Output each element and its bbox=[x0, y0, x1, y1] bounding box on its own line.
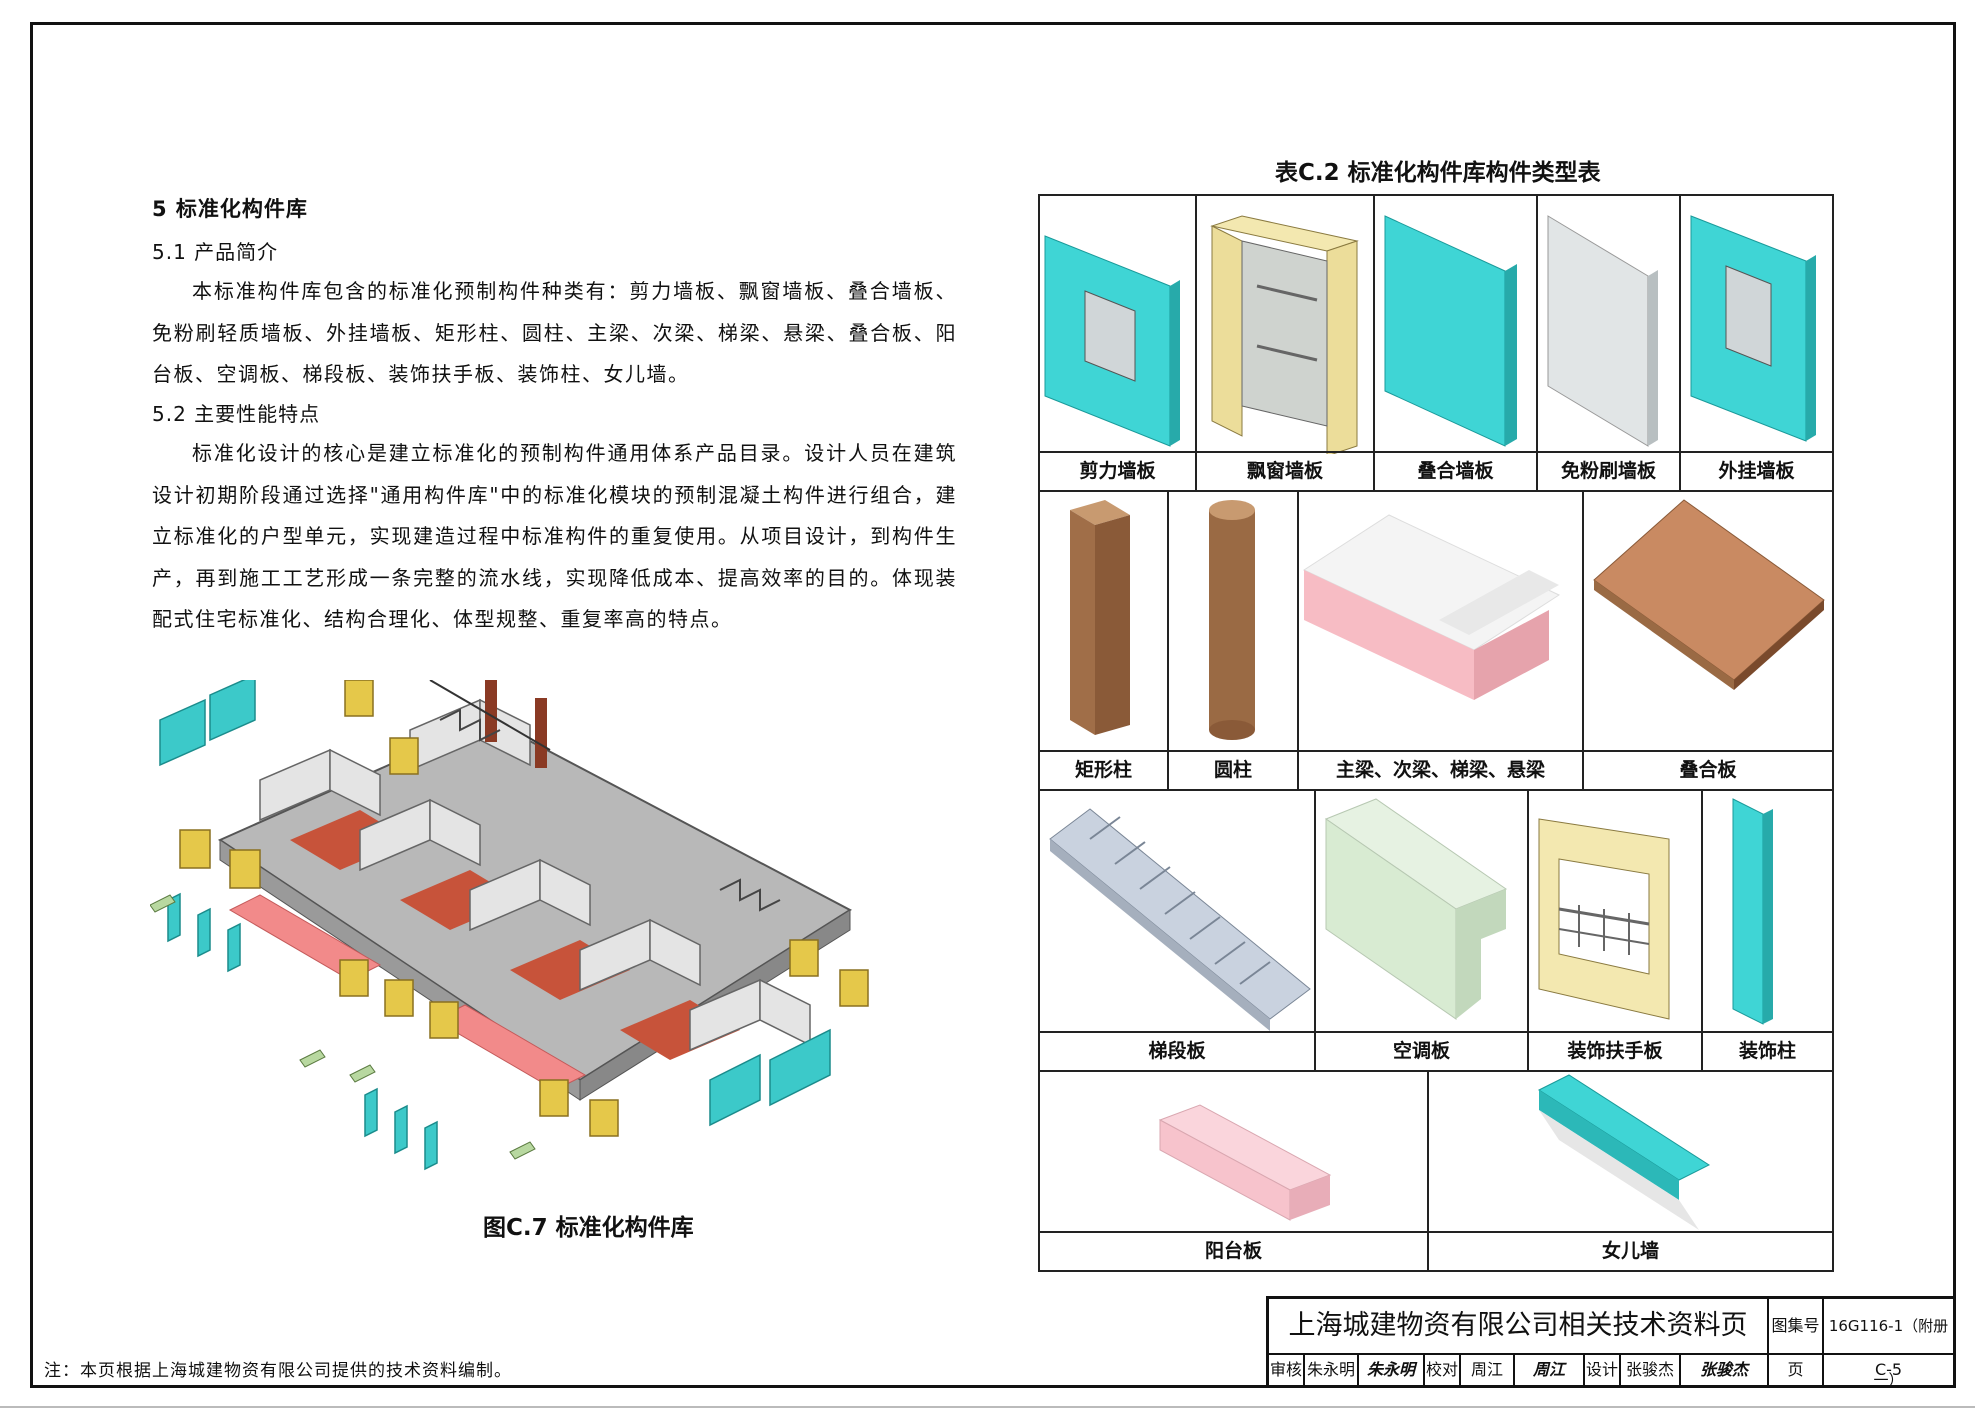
label-beams: 主梁、次梁、梯梁、悬梁 bbox=[1299, 750, 1582, 789]
table-cell-ac-slab: 空调板 bbox=[1316, 789, 1529, 1070]
checker-name: 周江 bbox=[1461, 1355, 1515, 1385]
table-cell-hanging-wall: 外挂墙板 bbox=[1681, 196, 1832, 490]
beams-illustration bbox=[1302, 514, 1561, 700]
label-round-column: 圆柱 bbox=[1169, 750, 1297, 789]
decorative-balustrade-illustration bbox=[1538, 818, 1670, 1020]
stair-flight-illustration bbox=[1049, 808, 1311, 1031]
table-row-1: 剪力墙板 飘窗墙板 叠合墙板 免粉刷墙板 外挂墙板 bbox=[1038, 194, 1834, 492]
title-block-title: 上海城建物资有限公司相关技术资料页 bbox=[1269, 1299, 1769, 1355]
table-cell-rect-column: 矩形柱 bbox=[1040, 490, 1169, 789]
label-rect-column: 矩形柱 bbox=[1040, 750, 1167, 789]
label-composite-slab: 叠合板 bbox=[1584, 750, 1832, 789]
table-cell-parapet: 女儿墙 bbox=[1429, 1070, 1832, 1270]
component-library-illustration bbox=[150, 680, 869, 1171]
figure-caption: 图C.7 标准化构件库 bbox=[483, 1215, 694, 1241]
drawing-frame bbox=[30, 22, 1956, 1388]
ac-slab-illustration bbox=[1324, 798, 1508, 1020]
label-bay-window: 飘窗墙板 bbox=[1197, 451, 1373, 490]
table-cell-composite-slab: 叠合板 bbox=[1584, 490, 1832, 789]
decorative-column-illustration bbox=[1732, 798, 1773, 1025]
bottom-rule bbox=[0, 1406, 1975, 1408]
label-balcony-slab: 阳台板 bbox=[1040, 1231, 1427, 1270]
table-cell-round-column: 圆柱 bbox=[1169, 490, 1299, 789]
table-row-3: 梯段板 空调板 装饰扶手板 装饰柱 bbox=[1038, 789, 1834, 1072]
table-title: 表C.2 标准化构件库构件类型表 bbox=[1275, 160, 1601, 186]
label-plaster-free-wall: 免粉刷墙板 bbox=[1538, 451, 1679, 490]
review-label: 审核 bbox=[1269, 1355, 1305, 1385]
atlas-no: 16G116-1（附册一） bbox=[1824, 1299, 1953, 1389]
label-shear-wall: 剪力墙板 bbox=[1040, 451, 1195, 490]
designer-name: 张骏杰 bbox=[1621, 1355, 1681, 1385]
balcony-slab-illustration bbox=[1158, 1104, 1332, 1221]
label-composite-wall: 叠合墙板 bbox=[1375, 451, 1536, 490]
table-row-4: 阳台板 女儿墙 bbox=[1038, 1070, 1834, 1272]
checker-signature: 周江 bbox=[1515, 1355, 1585, 1385]
atlas-no-label: 图集号 bbox=[1769, 1299, 1824, 1355]
label-ac-slab: 空调板 bbox=[1316, 1031, 1527, 1070]
table-cell-shear-wall: 剪力墙板 bbox=[1040, 196, 1197, 490]
parapet-illustration bbox=[1537, 1074, 1711, 1230]
round-column-illustration bbox=[1209, 500, 1255, 740]
label-hanging-wall: 外挂墙板 bbox=[1681, 451, 1832, 490]
table-cell-decorative-column: 装饰柱 bbox=[1703, 789, 1832, 1070]
footnote: 注：本页根据上海城建物资有限公司提供的技术资料编制。 bbox=[44, 1361, 512, 1381]
label-stair: 梯段板 bbox=[1040, 1031, 1314, 1070]
title-block: 上海城建物资有限公司相关技术资料页 图集号 16G116-1（附册一） 审核 朱… bbox=[1266, 1296, 1956, 1389]
bay-window-panel-illustration bbox=[1210, 215, 1359, 454]
label-balustrade: 装饰扶手板 bbox=[1529, 1031, 1701, 1070]
label-parapet: 女儿墙 bbox=[1429, 1231, 1832, 1270]
hanging-wall-panel-illustration bbox=[1690, 215, 1816, 442]
table-cell-beams: 主梁、次梁、梯梁、悬梁 bbox=[1299, 490, 1584, 789]
table-cell-balcony-slab: 阳台板 bbox=[1040, 1070, 1429, 1270]
table-row-2: 矩形柱 圆柱 主梁、次梁、梯梁、悬梁 叠合板 bbox=[1038, 490, 1834, 791]
reviewer-name: 朱永明 bbox=[1305, 1355, 1359, 1385]
composite-wall-panel-illustration bbox=[1384, 215, 1517, 447]
designer-signature: 张骏杰 bbox=[1681, 1355, 1769, 1385]
table-cell-stair: 梯段板 bbox=[1040, 789, 1316, 1070]
rectangular-column-illustration bbox=[1070, 500, 1130, 735]
plaster-free-wall-illustration bbox=[1547, 215, 1658, 447]
product-intro-paragraph: 本标准构件库包含的标准化预制构件种类有：剪力墙板、飘窗墙板、叠合墙板、免粉刷轻质… bbox=[152, 279, 957, 386]
page-label: 页 bbox=[1769, 1355, 1824, 1385]
subsection-features: 5.2 主要性能特点 bbox=[152, 402, 321, 426]
features-paragraph: 标准化设计的核心是建立标准化的预制构件通用体系产品目录。设计人员在建筑设计初期阶… bbox=[152, 441, 957, 631]
composite-slab-illustration bbox=[1593, 499, 1825, 690]
reviewer-signature: 朱永明 bbox=[1359, 1355, 1425, 1385]
check-label: 校对 bbox=[1425, 1355, 1461, 1385]
table-cell-composite-wall: 叠合墙板 bbox=[1375, 196, 1538, 490]
table-cell-plaster-free-wall: 免粉刷墙板 bbox=[1538, 196, 1681, 490]
section-heading: 5 标准化构件库 bbox=[152, 197, 308, 221]
design-label: 设计 bbox=[1585, 1355, 1621, 1385]
shear-wall-panel-illustration bbox=[1044, 235, 1180, 447]
label-decorative-column: 装饰柱 bbox=[1703, 1031, 1832, 1070]
page-number: C-5 bbox=[1874, 1360, 1903, 1379]
subsection-product-intro: 5.1 产品简介 bbox=[152, 240, 279, 264]
table-cell-balustrade: 装饰扶手板 bbox=[1529, 789, 1703, 1070]
table-cell-bay-window: 飘窗墙板 bbox=[1197, 196, 1375, 490]
